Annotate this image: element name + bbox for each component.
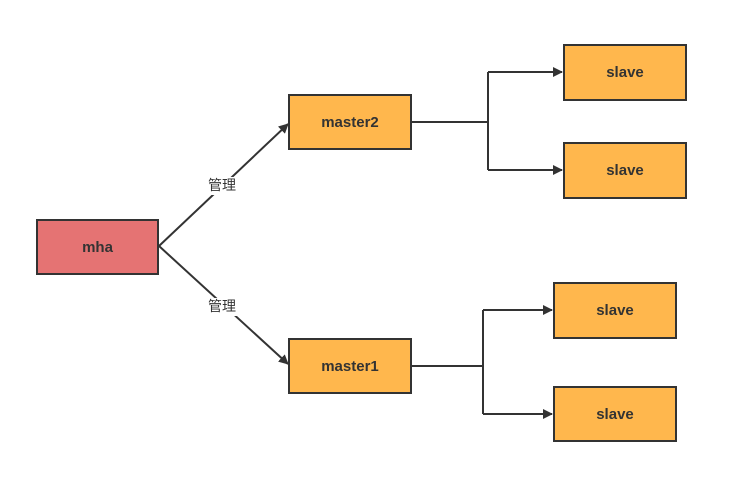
node-slave-label: slave bbox=[596, 405, 634, 423]
edge-label-manage-master2: 管理 bbox=[206, 177, 238, 195]
node-master2-slave-1[interactable]: slave bbox=[563, 44, 687, 101]
node-master2-slave-2[interactable]: slave bbox=[563, 142, 687, 199]
node-master1-slave-2[interactable]: slave bbox=[553, 386, 677, 442]
node-mha[interactable]: mha bbox=[36, 219, 159, 275]
node-master2[interactable]: master2 bbox=[288, 94, 412, 150]
edge-master1-trunk bbox=[411, 310, 484, 414]
node-master1-label: master1 bbox=[321, 357, 379, 375]
node-master1-slave-1[interactable]: slave bbox=[553, 282, 677, 339]
node-master2-label: master2 bbox=[321, 113, 379, 131]
node-slave-label: slave bbox=[596, 302, 634, 319]
edge-master2-trunk bbox=[411, 72, 489, 170]
node-mha-label: mha bbox=[82, 238, 113, 256]
node-master1[interactable]: master1 bbox=[288, 338, 412, 394]
node-slave-label: slave bbox=[606, 64, 644, 81]
edge-label-manage-master1: 管理 bbox=[206, 298, 238, 316]
node-slave-label: slave bbox=[606, 162, 644, 179]
